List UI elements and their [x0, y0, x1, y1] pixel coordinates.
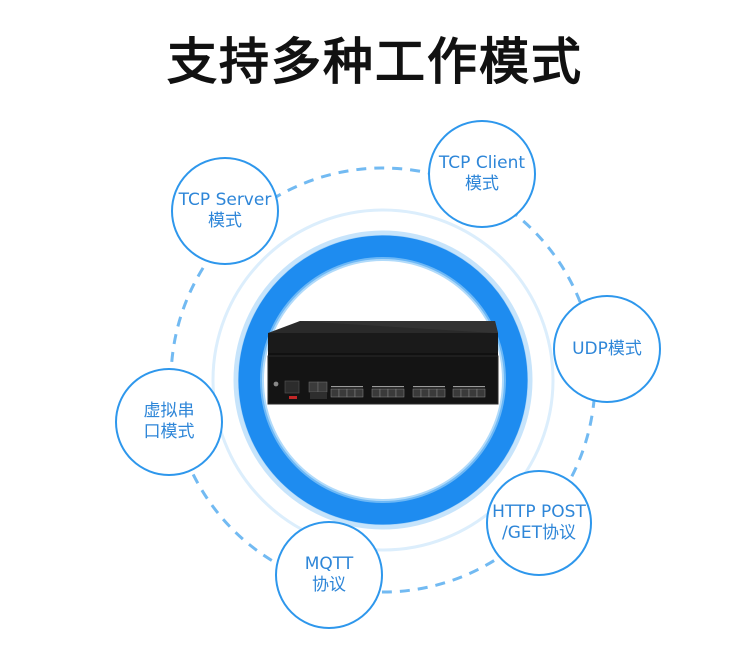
mode-http: HTTP POST /GET协议 [486, 470, 592, 576]
mode-mqtt: MQTT 协议 [275, 521, 383, 629]
mode-virtual-serial-line1: 虚拟串 [143, 401, 195, 421]
blue-ring [238, 235, 528, 525]
mode-tcp-server-line1: TCP Server [178, 190, 272, 210]
mode-http-line2: /GET协议 [501, 523, 577, 543]
mode-tcp-client-line2: 模式 [465, 174, 499, 194]
mode-mqtt-line1: MQTT [304, 554, 354, 574]
mode-mqtt-line2: 协议 [312, 575, 346, 595]
mode-http-line1: HTTP POST [492, 502, 586, 522]
mode-virtual-serial: 虚拟串 口模式 [115, 368, 223, 476]
mode-udp-line1: UDP模式 [572, 338, 642, 359]
blue-ring-outer-glow [233, 230, 533, 530]
serial-device-server-icon [267, 321, 499, 405]
inner-faint-ring [211, 208, 555, 552]
mode-tcp-client: TCP Client 模式 [428, 120, 536, 228]
mode-tcp-server: TCP Server 模式 [171, 157, 279, 265]
mode-tcp-client-line1: TCP Client [438, 153, 526, 173]
mode-virtual-serial-line2: 口模式 [143, 422, 195, 442]
blue-ring-highlight [260, 257, 506, 503]
mode-tcp-server-line2: 模式 [208, 211, 242, 231]
mode-udp: UDP模式 [553, 295, 661, 403]
page-title: 支持多种工作模式 [167, 33, 583, 91]
